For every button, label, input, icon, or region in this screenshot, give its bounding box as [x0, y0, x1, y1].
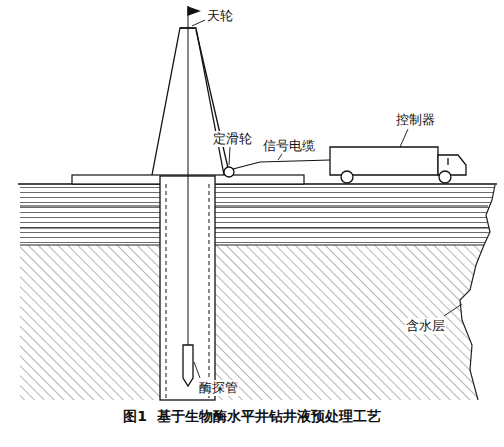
part-label: 控制器 [395, 112, 436, 128]
enzyme-probe [183, 345, 193, 386]
signal-cable [233, 160, 330, 169]
part-label: 天轮 [206, 8, 234, 24]
probe-cable [188, 28, 189, 345]
part-label: 定滑轮 [212, 131, 253, 147]
figure-caption: 图1 基于生物酶水平井钻井液预处理工艺 [0, 408, 504, 426]
rock-strata [20, 185, 495, 400]
derrick [152, 6, 228, 175]
region-label: 含水层 [405, 318, 446, 334]
leader-lines [192, 20, 462, 378]
part-label: 酶探管 [198, 380, 239, 396]
part-label: 信号电缆 [262, 138, 316, 154]
controller-truck [330, 147, 466, 183]
fixed-pulley [224, 167, 234, 177]
